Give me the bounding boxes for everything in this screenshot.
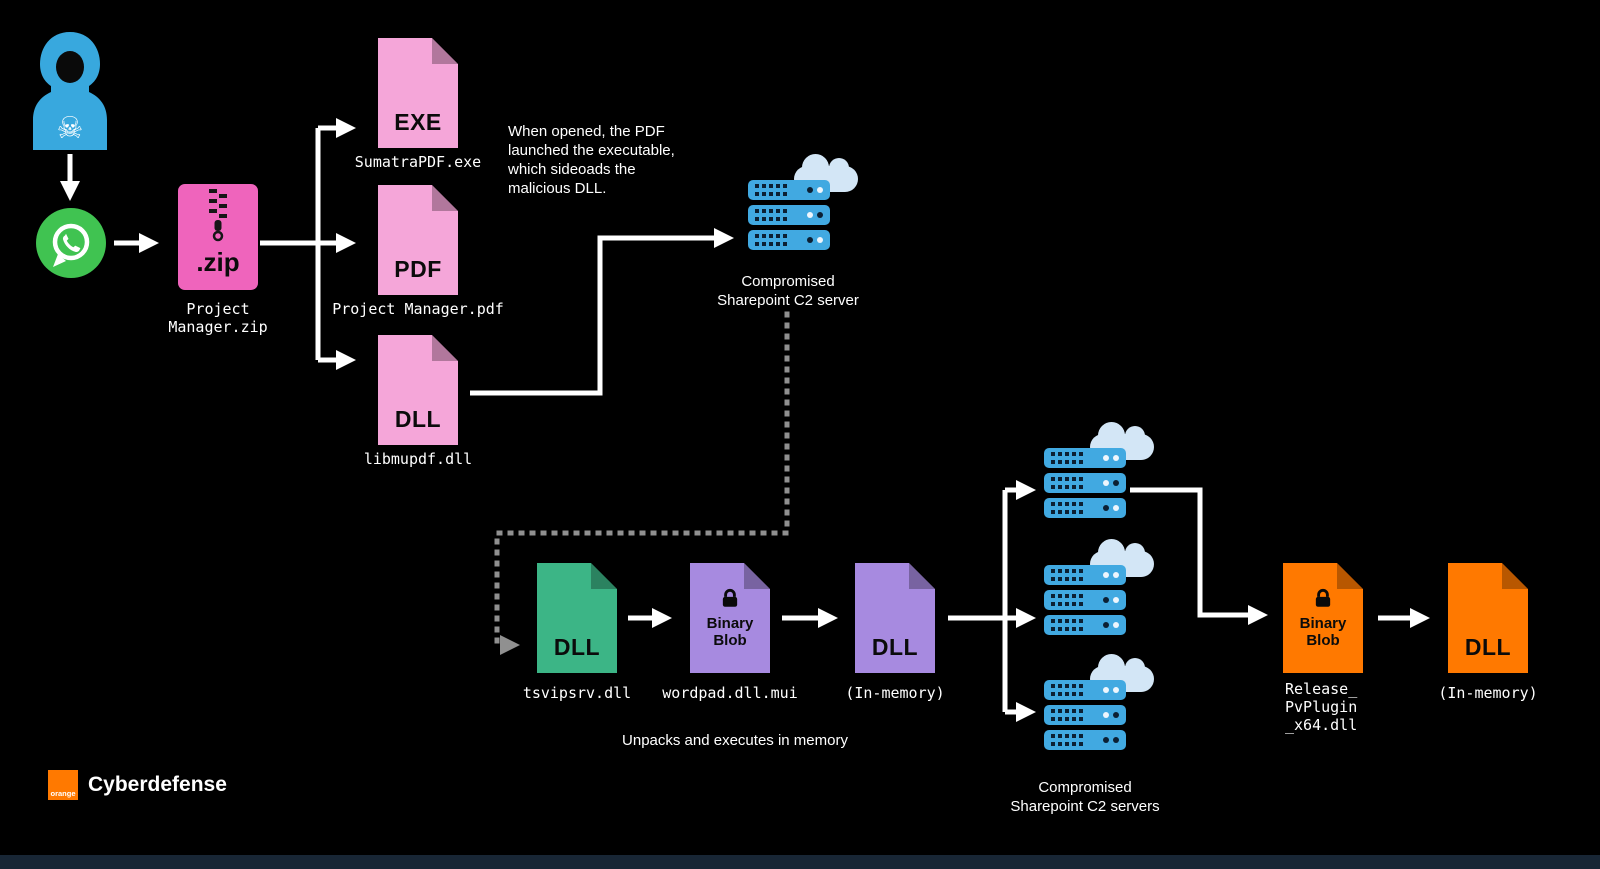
server-row <box>1044 498 1126 518</box>
purple-blob-file-icon: Binary Blob <box>690 563 770 673</box>
pdf-note: When opened, the PDF launched the execut… <box>508 123 675 198</box>
company-name: Cyberdefense <box>88 773 227 796</box>
orange-blob-file-icon: Binary Blob <box>1283 563 1363 673</box>
lock-icon <box>722 588 738 607</box>
c2-server-icon-bottom <box>1044 654 1154 755</box>
server-vents <box>1051 569 1085 581</box>
server-led <box>1113 505 1119 511</box>
zip-file-icon: .zip <box>178 184 258 290</box>
pdf-caption: Project Manager.pdf <box>332 300 504 318</box>
exe-type-label: EXE <box>394 109 442 135</box>
server-led <box>817 212 823 218</box>
server-row <box>1044 680 1126 700</box>
server-led <box>807 212 813 218</box>
purple-blob-caption: wordpad.dll.mui <box>662 684 798 702</box>
server-row <box>1044 473 1126 493</box>
orange-logo: orange <box>48 770 78 800</box>
server-row <box>748 180 830 200</box>
server-led <box>817 187 823 193</box>
c2-server-caption: Compromised Sharepoint C2 server <box>717 273 859 310</box>
server-led <box>817 237 823 243</box>
server-led <box>1113 455 1119 461</box>
orange-dll-caption: (In-memory) <box>1438 684 1538 702</box>
server-led <box>1113 622 1119 628</box>
server-vents <box>755 184 789 196</box>
zip-label: .zip <box>196 247 240 277</box>
purple-dll-file-icon: DLL <box>855 563 935 673</box>
exe-caption: SumatraPDF.exe <box>354 153 482 171</box>
bottom-bar <box>0 855 1600 869</box>
server-led <box>1103 505 1109 511</box>
zip-caption: Project Manager.zip <box>168 300 268 336</box>
server-led <box>1103 572 1109 578</box>
sideload-dll-caption: libmupdf.dll <box>363 450 473 468</box>
orange-blob-caption: Release_ PvPlugin _x64.dll <box>1285 680 1358 734</box>
purple-dll-caption: (In-memory) <box>845 684 945 702</box>
server-led <box>1113 737 1119 743</box>
server-vents <box>1051 502 1085 514</box>
dll-type-label: DLL <box>394 406 442 432</box>
server-row <box>1044 448 1126 468</box>
hacker-icon: ☠ <box>33 32 107 150</box>
c2-server-icon-top <box>1044 422 1154 523</box>
server-led <box>807 237 813 243</box>
memory-note: Unpacks and executes in memory <box>622 732 848 749</box>
server-vents <box>1051 619 1085 631</box>
arrow-servers-to-orangeblob <box>1130 487 1268 625</box>
server-led <box>1103 687 1109 693</box>
pdf-type-label: PDF <box>394 256 442 282</box>
orange-dll-file-icon: DLL <box>1448 563 1528 673</box>
blob-label: Binary Blob <box>1299 615 1347 650</box>
dll-type-label: DLL <box>1464 634 1512 660</box>
whatsapp-icon <box>36 208 106 278</box>
server-led <box>1113 687 1119 693</box>
pdf-file-icon: PDF <box>378 185 458 295</box>
zipper-icon <box>209 189 227 242</box>
green-dll-file-icon: DLL <box>537 563 617 673</box>
server-led <box>1113 480 1119 486</box>
server-led <box>1113 597 1119 603</box>
server-vents <box>755 234 789 246</box>
green-dll-caption: tsvipsrv.dll <box>522 684 632 702</box>
dll-type-label: DLL <box>871 634 919 660</box>
server-row <box>1044 590 1126 610</box>
server-led <box>1113 712 1119 718</box>
skull-crossbones-icon: ☠ <box>57 111 84 146</box>
server-row <box>748 205 830 225</box>
server-led <box>1103 712 1109 718</box>
c2-server-icon-middle <box>1044 539 1154 640</box>
server-led <box>1113 572 1119 578</box>
dll-type-label: DLL <box>553 634 601 660</box>
sideload-dll-file-icon: DLL <box>378 335 458 445</box>
server-vents <box>1051 477 1085 489</box>
exe-file-icon: EXE <box>378 38 458 148</box>
server-led <box>1103 480 1109 486</box>
server-led <box>1103 737 1109 743</box>
server-row <box>1044 615 1126 635</box>
server-vents <box>1051 734 1085 746</box>
server-row <box>1044 565 1126 585</box>
blob-label: Binary Blob <box>706 615 754 650</box>
server-vents <box>755 209 789 221</box>
server-row <box>1044 705 1126 725</box>
server-vents <box>1051 684 1085 696</box>
lock-icon <box>1315 588 1331 607</box>
c2-servers-caption: Compromised Sharepoint C2 servers <box>1010 779 1160 816</box>
server-vents <box>1051 452 1085 464</box>
server-row <box>748 230 830 250</box>
server-led <box>1103 455 1109 461</box>
server-vents <box>1051 709 1085 721</box>
server-vents <box>1051 594 1085 606</box>
server-led <box>807 187 813 193</box>
orange-logo-text: orange <box>50 789 76 798</box>
c2-server-icon <box>748 154 858 255</box>
server-led <box>1103 622 1109 628</box>
server-led <box>1103 597 1109 603</box>
server-row <box>1044 730 1126 750</box>
